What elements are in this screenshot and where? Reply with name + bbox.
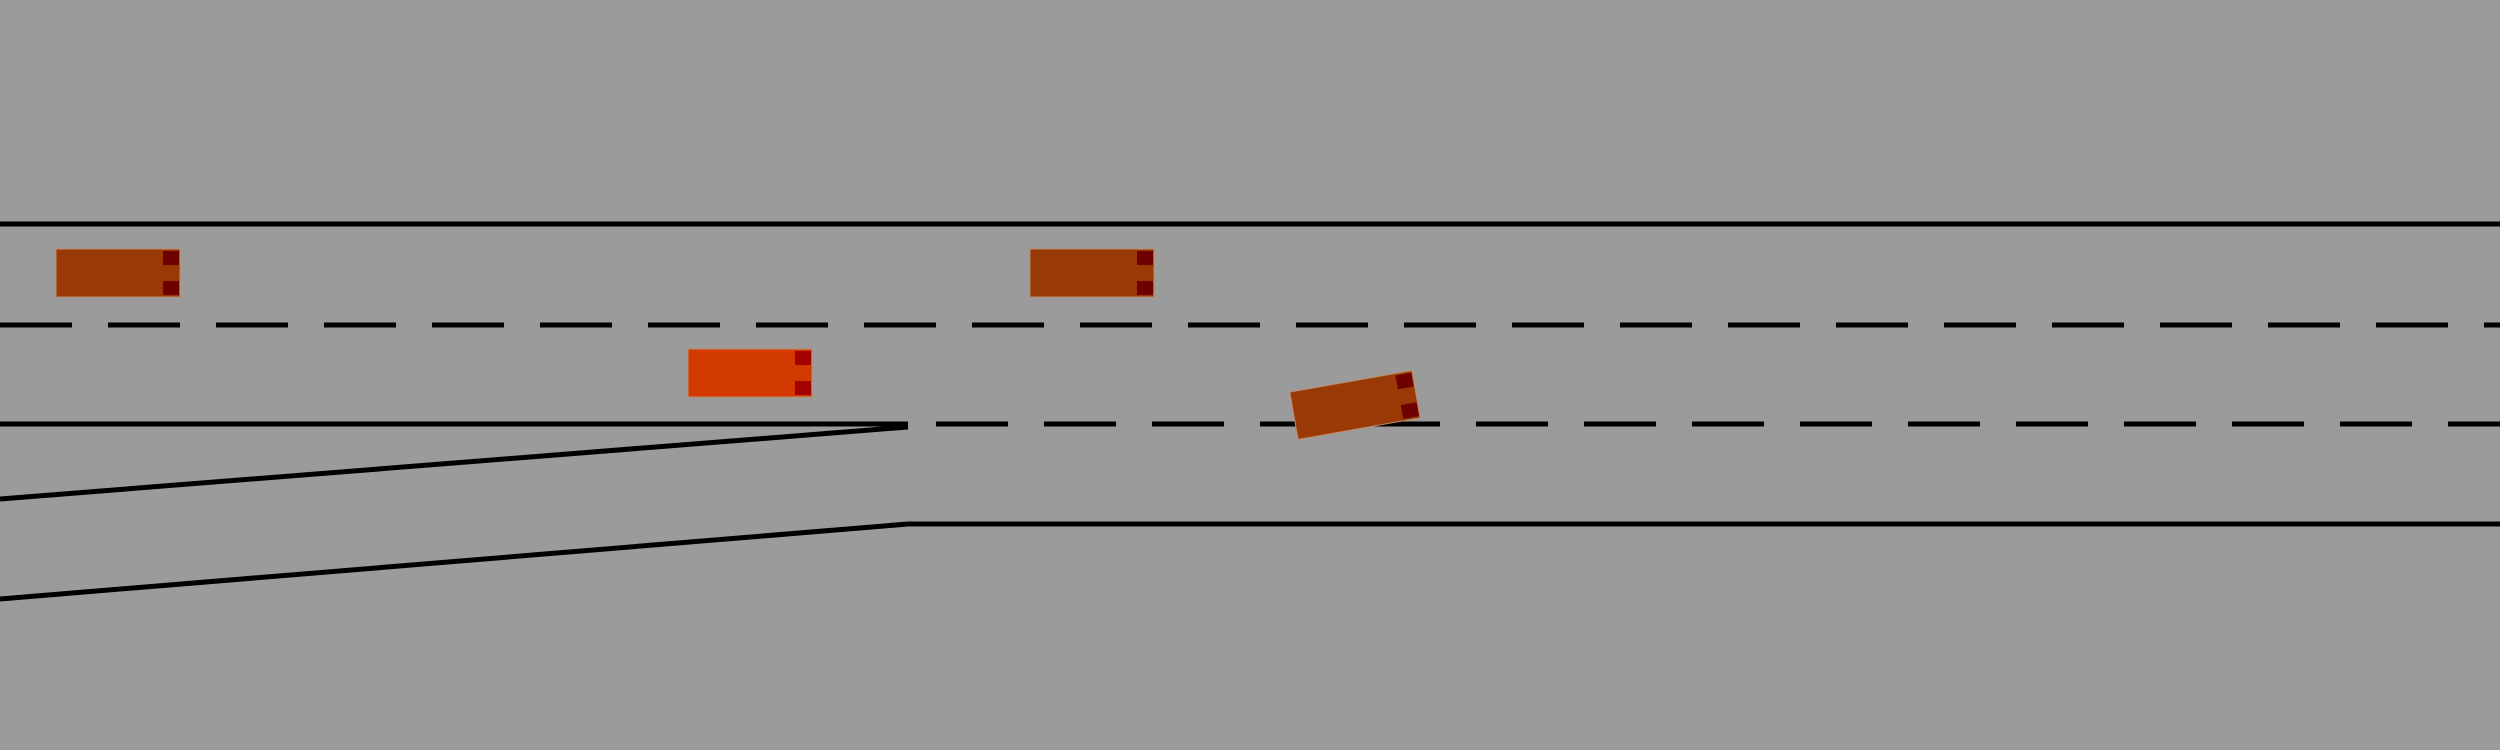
vehicle-light-left [795, 351, 811, 365]
vehicle [1029, 248, 1155, 298]
vehicle-light-right [163, 281, 179, 295]
vehicle-light-right [1400, 402, 1419, 419]
vehicle-body [687, 348, 813, 398]
vehicle-light-right [1137, 281, 1153, 295]
ramp-upper-edge [0, 424, 909, 502]
vehicle-light-left [1395, 372, 1414, 390]
ego-vehicle [687, 348, 813, 398]
ramp-lower-edge [0, 521, 909, 602]
vehicle-body [1289, 370, 1421, 440]
vehicle [55, 248, 181, 298]
vehicle-light-left [163, 251, 179, 265]
vehicle-body [55, 248, 181, 298]
vehicles-layer [55, 248, 1421, 440]
vehicle-body [1029, 248, 1155, 298]
vehicle-light-right [795, 381, 811, 395]
vehicle-light-left [1137, 251, 1153, 265]
vehicle [1289, 370, 1421, 440]
